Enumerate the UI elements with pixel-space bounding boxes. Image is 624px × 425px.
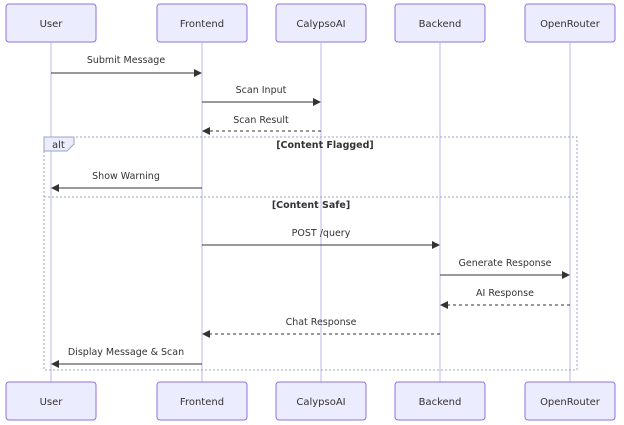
alt-block: alt [Content Flagged] [Content Safe]: [43, 136, 578, 371]
participant-user-bottom: User: [5, 381, 97, 421]
participant-frontend-bottom: Frontend: [156, 381, 248, 421]
alt-condition-flagged: [Content Flagged]: [276, 140, 374, 151]
participant-label: Backend: [419, 397, 462, 408]
participant-frontend-top: Frontend: [156, 3, 248, 43]
participant-backend-top: Backend: [394, 3, 486, 43]
message-label-show-warning: Show Warning: [92, 171, 160, 182]
participants-bottom: User Frontend CalypsoAI Backend OpenRout…: [5, 381, 616, 421]
participant-calypsoai-top: CalypsoAI: [275, 3, 367, 43]
participant-user-top: User: [5, 3, 97, 43]
participant-calypsoai-bottom: CalypsoAI: [275, 381, 367, 421]
message-label-generate-response: Generate Response: [458, 258, 551, 269]
lifelines: [50, 43, 571, 382]
participant-label: CalypsoAI: [296, 397, 345, 408]
participant-label: User: [40, 19, 64, 30]
message-label-scan-result: Scan Result: [233, 115, 289, 126]
message-label-post-query: POST /query: [292, 228, 351, 239]
message-label-submit-message: Submit Message: [87, 55, 166, 66]
participant-label: CalypsoAI: [296, 19, 345, 30]
alt-condition-safe: [Content Safe]: [272, 200, 350, 211]
participants-top: User Frontend CalypsoAI Backend OpenRout…: [5, 3, 616, 43]
participant-openrouter-bottom: OpenRouter: [524, 381, 616, 421]
alt-label-box: [43, 136, 75, 152]
participant-label: Frontend: [180, 397, 224, 408]
message-label-chat-response: Chat Response: [286, 317, 357, 328]
message-label-display-message-scan: Display Message & Scan: [68, 347, 184, 358]
participant-label: Frontend: [180, 19, 224, 30]
participant-label: OpenRouter: [540, 397, 601, 408]
participant-openrouter-top: OpenRouter: [524, 3, 616, 43]
message-label-scan-input: Scan Input: [236, 85, 287, 96]
alt-keyword: alt: [52, 140, 65, 151]
participant-label: Backend: [419, 19, 462, 30]
messages: Submit Message Scan Input Scan Result Sh…: [51, 55, 570, 368]
participant-label: OpenRouter: [540, 19, 601, 30]
alt-frame: [43, 136, 578, 371]
participant-backend-bottom: Backend: [394, 381, 486, 421]
participant-label: User: [40, 397, 64, 408]
message-label-ai-response: AI Response: [476, 288, 534, 299]
